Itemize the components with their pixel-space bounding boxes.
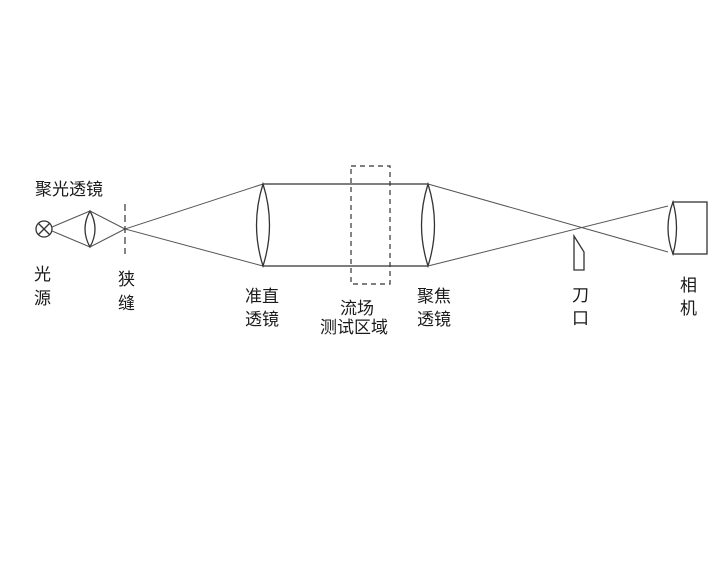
label-collimating-lens-line1: 准直: [245, 287, 279, 307]
label-knife-edge-line2: 口: [572, 309, 589, 329]
label-test-region-line1: 流场: [340, 299, 374, 319]
label-camera-line1: 相: [680, 276, 697, 296]
label-focusing-lens-line1: 聚焦: [417, 287, 451, 307]
ray-source-to-condenser-bottom: [51, 230, 91, 248]
light-source: [35, 220, 53, 238]
label-test-region-line2: 测试区域: [320, 318, 388, 338]
ray-slit-to-collimator-bottom: [124, 228, 264, 267]
ray-focus-to-camera-2: [427, 205, 669, 267]
label-light-source-line1: 光: [34, 265, 51, 285]
ray-source-to-condenser-top: [51, 210, 91, 228]
ray-condenser-to-slit-bottom: [89, 228, 126, 248]
collimating-lens: [255, 181, 271, 269]
label-focusing-lens-line2: 透镜: [417, 310, 451, 330]
ray-slit-to-collimator-top: [124, 183, 264, 230]
label-camera-line2: 机: [680, 299, 697, 319]
knife-edge: [573, 233, 585, 271]
label-slit-line2: 缝: [118, 294, 135, 314]
test-region-box: [350, 165, 391, 285]
label-collimating-lens-line2: 透镜: [245, 310, 279, 330]
label-knife-edge-line1: 刀: [572, 286, 589, 306]
camera: [667, 199, 708, 257]
condenser-lens: [84, 209, 96, 249]
ray-condenser-to-slit-top: [89, 210, 126, 230]
label-condenser-lens: 聚光透镜: [35, 180, 103, 200]
label-slit-line1: 狭: [118, 270, 135, 290]
label-light-source-line2: 源: [34, 289, 51, 309]
ray-focus-to-camera-1: [427, 183, 669, 253]
focusing-lens: [420, 181, 436, 269]
